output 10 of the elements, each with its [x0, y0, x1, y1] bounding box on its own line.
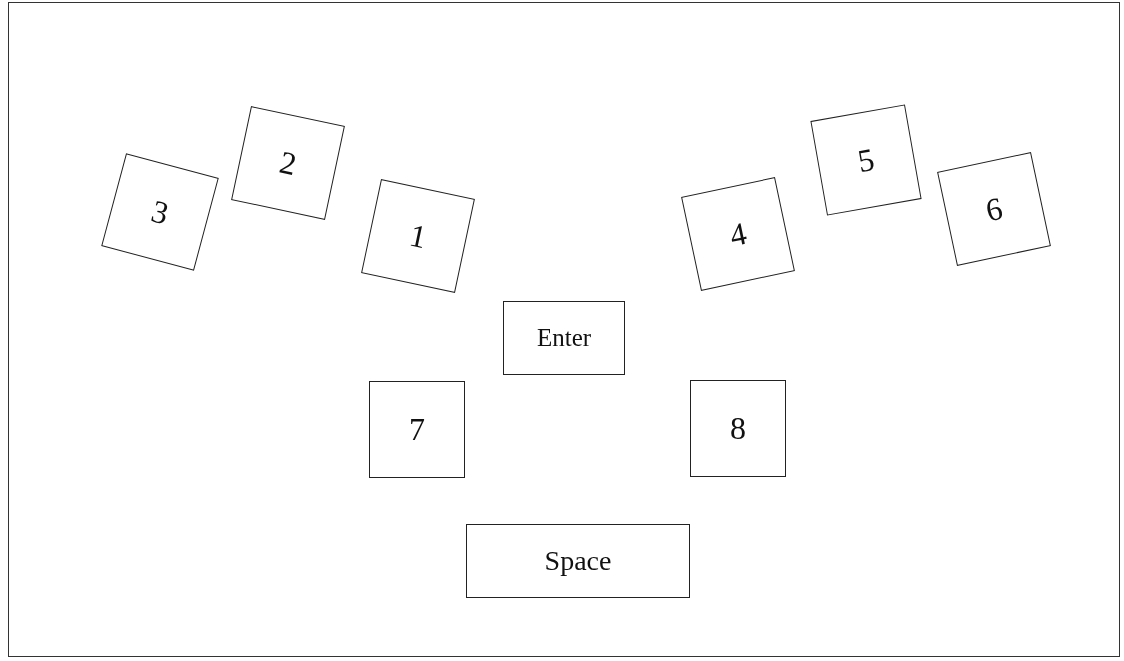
key: 5: [810, 104, 922, 216]
key: 2: [231, 106, 345, 220]
key: 7: [369, 380, 465, 478]
key: 1: [361, 179, 475, 293]
key: Space: [466, 524, 690, 598]
key: 3: [101, 153, 219, 271]
key: 4: [681, 177, 795, 291]
key: Enter: [503, 301, 625, 375]
key: 8: [690, 379, 786, 477]
key: 6: [937, 152, 1051, 266]
